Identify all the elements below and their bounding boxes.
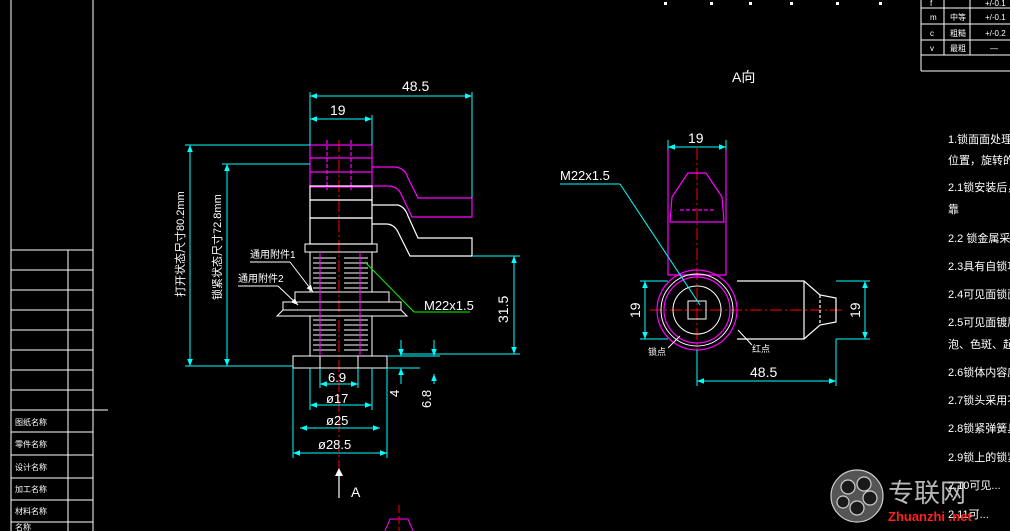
left-view: A 48.5 19 打开状态尺寸80.2mm 锁紧状态尺寸72.8mm 31.5… [173,78,520,531]
note-line: 2.8锁紧弹簧具处 [948,421,1010,435]
note-line: 位置，旋转的锁 [948,153,1010,167]
threaded-body [275,243,409,369]
note-line: 2.5可见面镀层表 [948,315,1010,329]
right-view-title: A向 [732,69,755,85]
dim-h2: 6.8 [419,390,434,408]
dim-h1: 4 [387,390,402,397]
watermark-en: Zhuanzhi .net [888,509,972,524]
note-line: 2.4可见面锁面 [948,287,1010,301]
view-marker-label: A [351,484,361,500]
note-line: 1.锁面面处理为不 [948,132,1010,146]
tolerance-code: f [930,0,933,8]
dim-d1: 6.9 [328,370,346,385]
note-line: 2.11可... [948,509,989,521]
right-dim-left-height: 19 [627,302,643,318]
label-washer2: 通用附件2 [238,272,284,285]
note-line: 2.2 锁金属采用 [948,231,1010,245]
title-block-row: 设计名称 [15,462,47,472]
right-view: A向 [560,69,870,386]
tolerance-code: m [930,13,937,22]
watermark-cn: 专联网 [888,478,966,508]
note-line: 泡、色斑、起皮 [948,337,1010,351]
handle-open-outline [309,140,473,218]
label-left-point: 锁点 [648,346,666,357]
right-centerlines [650,148,845,368]
note-line: 2.9锁上的锁紧件 [948,450,1010,464]
dim-thread: M22x1.5 [424,298,474,313]
title-block-row: 名称 [15,522,31,531]
dim-d4: ø28.5 [318,437,351,452]
dim-top-width: 19 [330,102,346,118]
dim-height-open: 打开状态尺寸80.2mm [173,191,187,297]
dim-d3: ø25 [326,413,348,428]
dim-right-height: 31.5 [495,296,511,323]
right-dim-right-height: 19 [847,302,863,318]
right-dimensions [560,140,870,386]
right-dim-bottom-width: 48.5 [750,364,777,380]
view-marker: A [335,468,361,500]
tolerance-code: v [930,44,934,53]
tolerance-value: +/-0.2 [985,29,1006,38]
title-block-row: 图纸名称 [15,417,47,427]
tolerance-value: +/-0.1 [985,0,1006,8]
point-leaders [667,329,753,349]
right-dim-top-width: 19 [688,130,704,146]
watermark-logo-icon [830,469,884,523]
tolerance-corner-marks [664,2,882,5]
tolerance-value: +/-0.1 [985,13,1006,22]
tolerance-name: 最粗 [950,43,966,53]
tolerance-code: c [930,29,934,38]
watermark: 专联网 Zhuanzhi .net [830,469,972,524]
left-leaders [238,261,314,306]
technical-notes: 1.锁面面处理为不 位置，旋转的锁 2.1锁安装后，锁 靠 2.2 锁金属采用 … [948,132,1010,521]
vertical-handle [667,150,727,276]
note-line: 2.1锁安装后，锁 [948,180,1010,194]
tolerance-value: — [990,44,998,53]
horizontal-handle [737,280,837,340]
right-dim-thread: M22x1.5 [560,168,610,183]
title-block-row: 零件名称 [15,439,47,449]
thread-leader [364,261,470,313]
dim-d2: ø17 [326,391,348,406]
dim-height-locked: 锁紧状态尺寸72.8mm [210,194,224,300]
label-washer1: 通用附件1 [250,248,296,261]
note-line: 2.10可见... [948,480,1001,492]
tolerance-name: 粗糙 [950,28,966,38]
dim-top-overall: 48.5 [402,78,429,94]
note-line: 2.6锁体内容应达 [948,365,1010,379]
note-line: 2.7锁头采用不锈 [948,393,1010,407]
thread-minor-lines [319,252,361,356]
drawing-frame [10,0,108,531]
note-line: 2.3具有自锁功能 [948,259,1010,273]
title-block-row: 加工名称 [15,484,47,494]
tolerance-table [920,0,1010,72]
left-dimensions [185,92,520,458]
label-right-point: 红点 [752,343,770,354]
note-line: 靠 [948,202,959,216]
tolerance-name: 中等 [950,12,966,22]
title-block-row: 材料名称 [15,506,47,516]
title-block: 图纸名称 零件名称 设计名称 加工名称 材料名称 名称 [15,417,47,531]
